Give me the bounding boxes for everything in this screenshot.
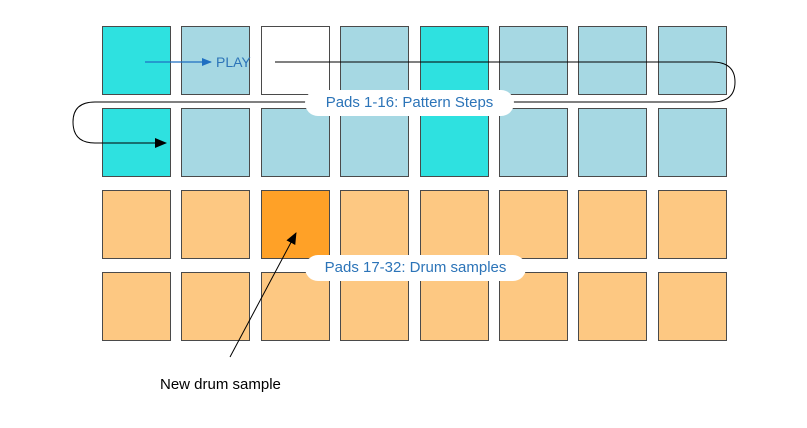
pad-28[interactable] bbox=[340, 272, 409, 341]
pad-17[interactable] bbox=[102, 190, 171, 259]
pad-5[interactable] bbox=[420, 26, 489, 95]
new-drum-sample-caption: New drum sample bbox=[160, 376, 281, 393]
pad-15[interactable] bbox=[578, 108, 647, 177]
pad-21[interactable] bbox=[420, 190, 489, 259]
pad-20[interactable] bbox=[340, 190, 409, 259]
pad-32[interactable] bbox=[658, 272, 727, 341]
pad-19[interactable] bbox=[261, 190, 330, 259]
pad-7[interactable] bbox=[578, 26, 647, 95]
pad-25[interactable] bbox=[102, 272, 171, 341]
pad-9[interactable] bbox=[102, 108, 171, 177]
pad-16[interactable] bbox=[658, 108, 727, 177]
pad-4[interactable] bbox=[340, 26, 409, 95]
pad-18[interactable] bbox=[181, 190, 250, 259]
pad-27[interactable] bbox=[261, 272, 330, 341]
pad-10[interactable] bbox=[181, 108, 250, 177]
pad-24[interactable] bbox=[658, 190, 727, 259]
play-label: PLAY bbox=[216, 54, 251, 70]
pattern-steps-label: Pads 1-16: Pattern Steps bbox=[305, 90, 514, 116]
pad-22[interactable] bbox=[499, 190, 568, 259]
pad-13[interactable] bbox=[420, 108, 489, 177]
drum-samples-label: Pads 17-32: Drum samples bbox=[305, 255, 526, 281]
pad-12[interactable] bbox=[340, 108, 409, 177]
pad-1[interactable] bbox=[102, 26, 171, 95]
pad-26[interactable] bbox=[181, 272, 250, 341]
pad-23[interactable] bbox=[578, 190, 647, 259]
pad-8[interactable] bbox=[658, 26, 727, 95]
pad-11[interactable] bbox=[261, 108, 330, 177]
pad-14[interactable] bbox=[499, 108, 568, 177]
pad-6[interactable] bbox=[499, 26, 568, 95]
pad-31[interactable] bbox=[578, 272, 647, 341]
pad-3[interactable] bbox=[261, 26, 330, 95]
pad-29[interactable] bbox=[420, 272, 489, 341]
pad-30[interactable] bbox=[499, 272, 568, 341]
